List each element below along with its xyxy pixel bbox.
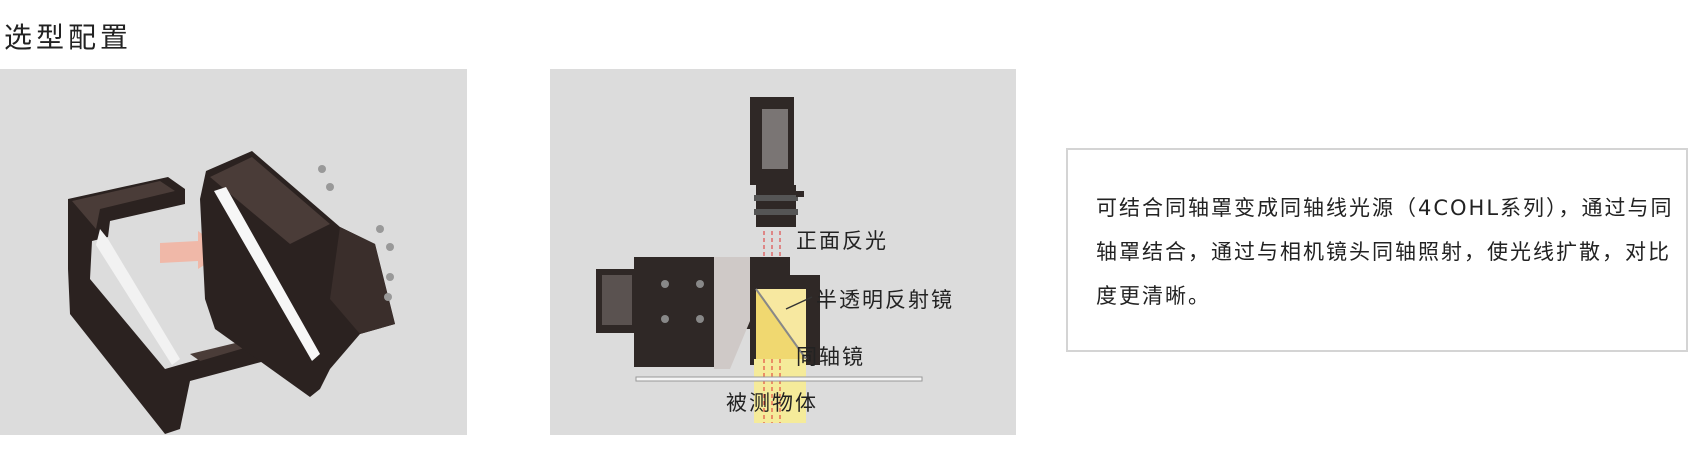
half-mirror-shape: [755, 288, 807, 360]
coaxial-diagram-illustration: [596, 97, 923, 423]
description-text: 可结合同轴罩变成同轴线光源（4COHL系列），通过与同轴罩结合，通过与相机镜头同…: [1096, 196, 1674, 308]
description-box: 可结合同轴罩变成同轴线光源（4COHL系列），通过与同轴罩结合，通过与相机镜头同…: [1066, 148, 1688, 352]
product-illustration: [68, 151, 395, 434]
light-rays-shape: [763, 231, 781, 297]
product-image-panel: [0, 69, 467, 435]
principle-diagram-panel: 正面反光 半透明反射镜 同轴镜 被测物体: [550, 69, 1016, 435]
object-plate-shape: [635, 376, 923, 382]
line-light-shape: [200, 151, 395, 397]
label-leader-line: [785, 296, 813, 310]
front-light-label: 正面反光: [796, 229, 888, 253]
section-title: 选型配置: [4, 21, 133, 54]
coaxial-mirror-label: 同轴镜: [796, 345, 865, 369]
camera-shape: [750, 97, 804, 227]
coaxial-beam-shape: [754, 359, 806, 423]
coaxial-cover-shape: [68, 177, 268, 434]
object-label: 被测物体: [726, 391, 818, 415]
half-mirror-label: 半透明反射镜: [816, 288, 954, 312]
